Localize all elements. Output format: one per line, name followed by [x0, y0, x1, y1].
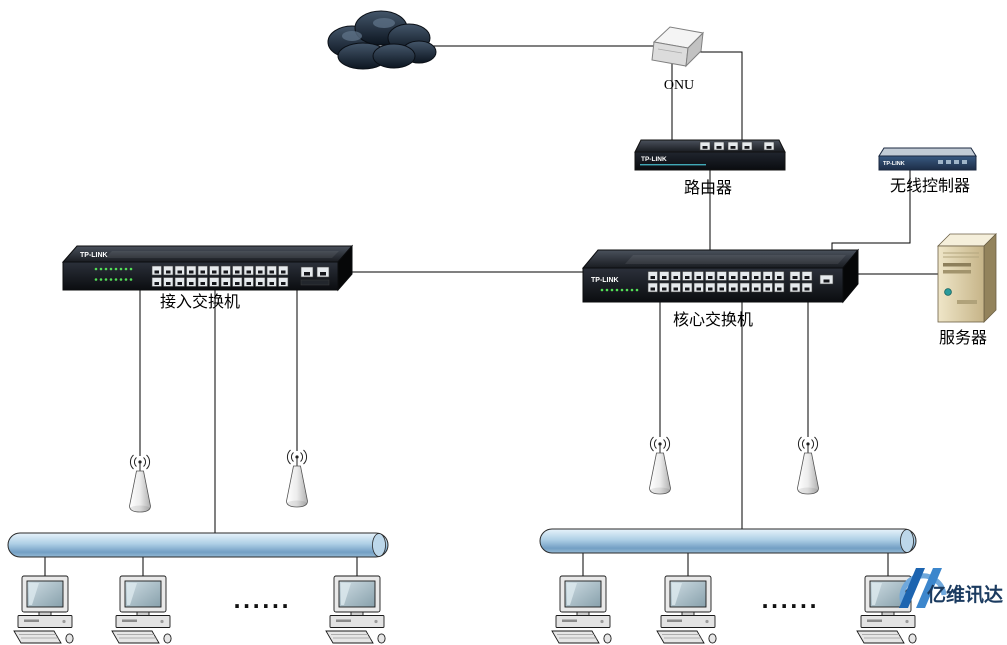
router-device: TP-LINK — [634, 139, 786, 171]
core-switch-label: 核心交换机 — [673, 311, 753, 329]
bus-right — [539, 528, 917, 554]
ellipsis-left: ...... — [233, 589, 291, 613]
watermark: 亿维讯达 — [899, 568, 1003, 608]
onu-label: ONU — [664, 78, 694, 93]
computer-left-2 — [111, 575, 172, 644]
access-switch-brand-text: TP-LINK — [80, 252, 108, 259]
core-switch-brand-text: TP-LINK — [591, 277, 619, 284]
router-brand-text: TP-LINK — [641, 156, 667, 163]
ellipsis-right: ...... — [761, 589, 819, 613]
wireless-ap-left-2 — [286, 449, 308, 508]
wireless-ap-left-1 — [129, 454, 151, 513]
computer-right-2 — [656, 575, 717, 644]
wireless-controller-brand-text: TP-LINK — [883, 161, 905, 167]
computer-left-3 — [325, 575, 386, 644]
internet-cloud-icon — [327, 10, 437, 70]
access-switch-device: TP-LINK — [61, 244, 354, 292]
server-device — [937, 233, 997, 323]
server-label: 服务器 — [939, 329, 987, 347]
bus-left — [7, 532, 389, 558]
wireless-ap-right-2 — [797, 436, 819, 495]
core-switch-device: TP-LINK — [581, 248, 860, 304]
computer-right-1 — [551, 575, 612, 644]
watermark-text: 亿维讯达 — [927, 583, 1003, 606]
router-label: 路由器 — [684, 179, 732, 197]
wireless-controller-label: 无线控制器 — [890, 177, 970, 195]
wireless-controller-device: TP-LINK — [878, 147, 977, 171]
access-switch-label: 接入交换机 — [160, 293, 240, 311]
wireless-ap-right-1 — [649, 436, 671, 495]
onu-device — [651, 26, 705, 68]
computer-left-1 — [13, 575, 74, 644]
connection-lines — [44, 45, 945, 578]
